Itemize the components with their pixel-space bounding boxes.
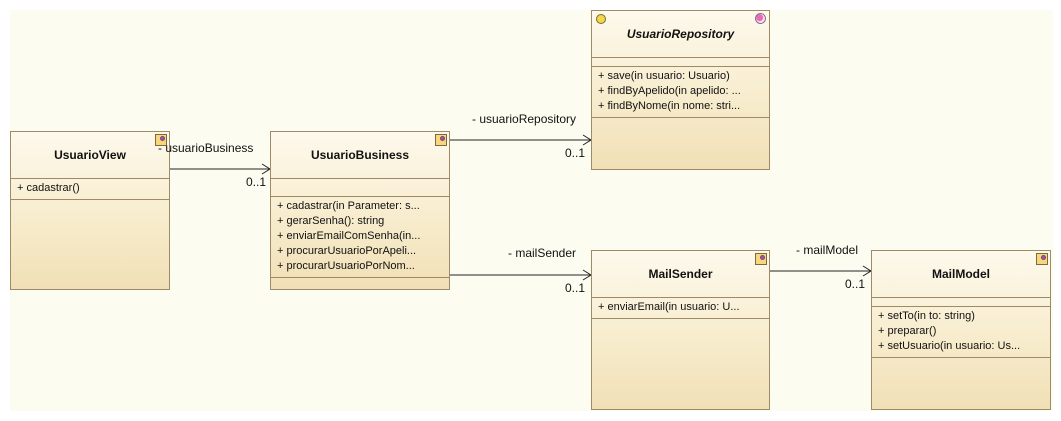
interface-name: UsuarioRepository	[592, 11, 769, 58]
attributes-compartment	[872, 298, 1050, 307]
multiplicity-label: 0..1	[845, 277, 866, 291]
operation: + findByNome(in nome: stri...	[598, 100, 741, 112]
operation: + save(in usuario: Usuario)	[598, 70, 730, 82]
class-icon	[755, 253, 767, 265]
operations-compartment: + cadastrar(in Parameter: s... + gerarSe…	[271, 197, 449, 278]
operation: + cadastrar()	[17, 182, 80, 194]
class-name: UsuarioView	[11, 132, 169, 179]
operation: + setTo(in to: string)	[878, 310, 975, 322]
role-label-mail-model: - mailModel	[796, 243, 859, 257]
attributes-compartment	[271, 179, 449, 197]
operation: + cadastrar(in Parameter: s...	[277, 200, 420, 212]
interface-usuario-repository[interactable]: UsuarioRepository + save(in usuario: Usu…	[591, 10, 770, 170]
multiplicity-label: 0..1	[565, 281, 586, 295]
interface-icon	[596, 14, 606, 24]
class-icon	[435, 134, 447, 146]
operations-compartment: + save(in usuario: Usuario) + findByApel…	[592, 67, 769, 118]
class-icon	[155, 134, 167, 146]
multiplicity-label: 0..1	[246, 175, 267, 189]
role-label-mail-sender: - mailSender	[508, 246, 577, 260]
operation: + gerarSenha(): string	[277, 215, 385, 227]
class-name: MailModel	[872, 251, 1050, 298]
operation: + procurarUsuarioPorApeli...	[277, 245, 417, 257]
interface-stereotype-icon	[755, 13, 766, 24]
role-label-usuario-repository: - usuarioRepository	[472, 112, 577, 126]
operations-compartment: + cadastrar()	[11, 179, 169, 200]
role-label-usuario-business: - usuarioBusiness	[158, 141, 254, 155]
class-mail-sender[interactable]: MailSender + enviarEmail(in usuario: U..…	[591, 250, 770, 410]
class-name: UsuarioBusiness	[271, 132, 449, 179]
operation: + setUsuario(in usuario: Us...	[878, 340, 1021, 352]
operation: + preparar()	[878, 325, 937, 337]
operation: + enviarEmailComSenha(in...	[277, 230, 421, 242]
operations-compartment: + setTo(in to: string) + preparar() + se…	[872, 307, 1050, 358]
operation: + procurarUsuarioPorNom...	[277, 260, 415, 272]
class-name: MailSender	[592, 251, 769, 298]
class-icon	[1036, 253, 1048, 265]
class-usuario-view[interactable]: UsuarioView + cadastrar()	[10, 131, 170, 290]
class-mail-model[interactable]: MailModel + setTo(in to: string) + prepa…	[871, 250, 1051, 410]
operation: + enviarEmail(in usuario: U...	[598, 301, 740, 313]
operation: + findByApelido(in apelido: ...	[598, 85, 741, 97]
class-usuario-business[interactable]: UsuarioBusiness + cadastrar(in Parameter…	[270, 131, 450, 290]
operations-compartment: + enviarEmail(in usuario: U...	[592, 298, 769, 319]
attributes-compartment	[592, 58, 769, 67]
multiplicity-label: 0..1	[565, 146, 586, 160]
